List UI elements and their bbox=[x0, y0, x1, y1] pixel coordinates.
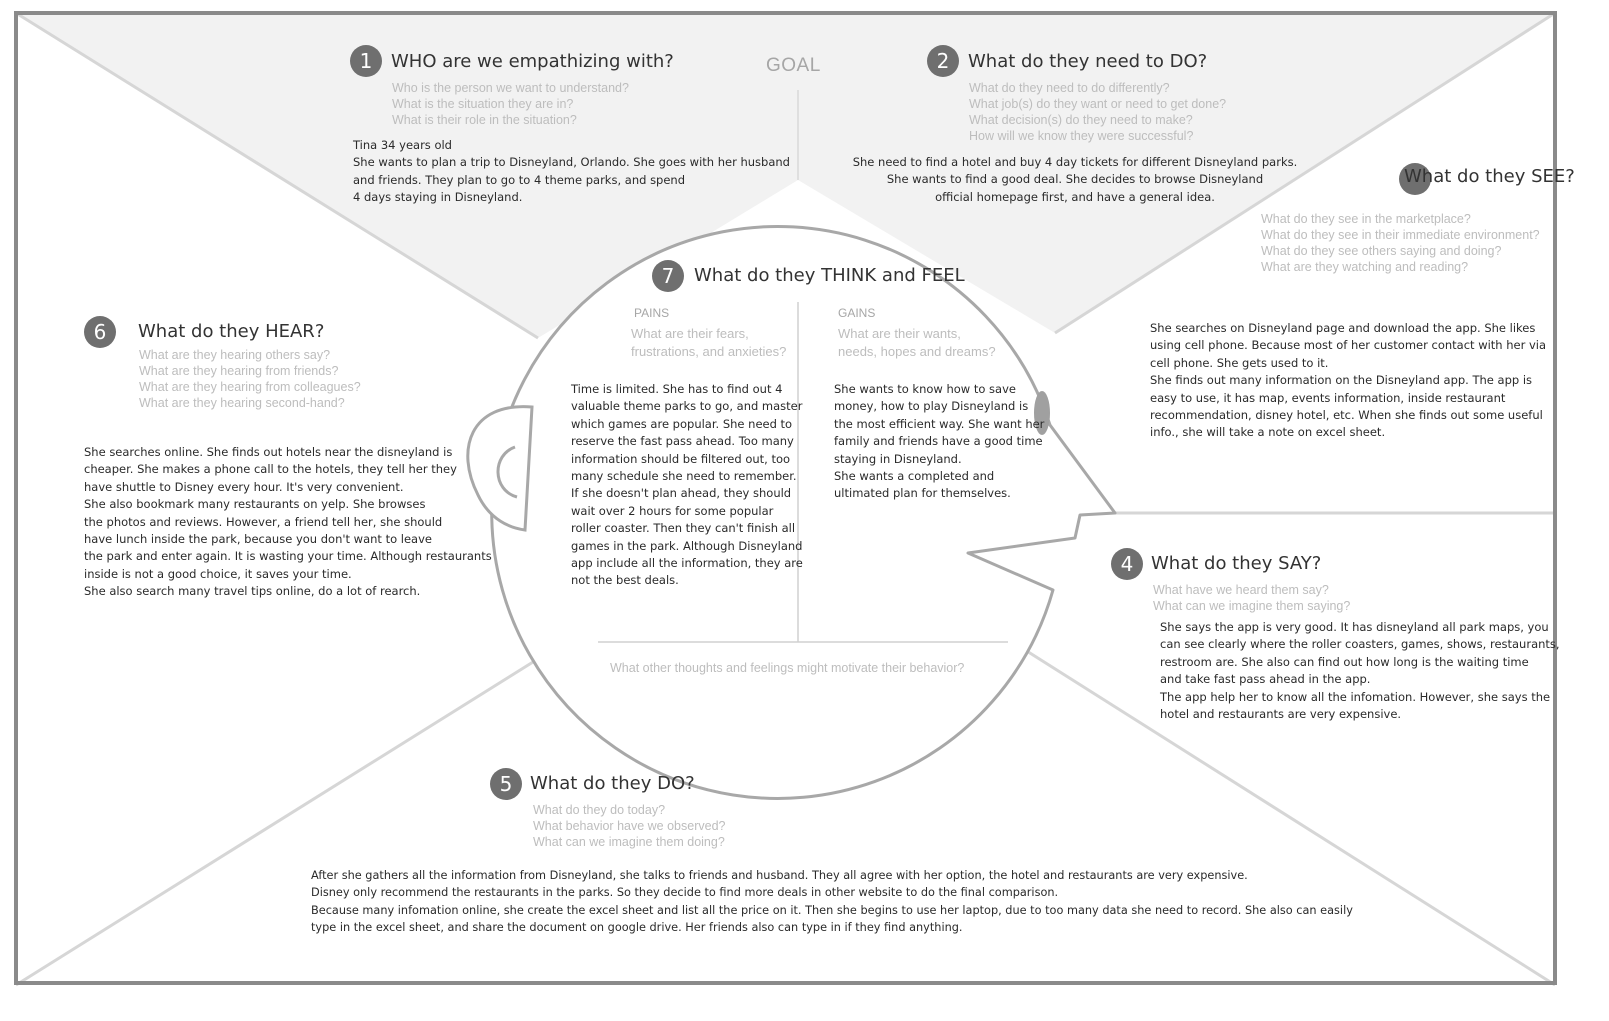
pains-label: PAINS bbox=[634, 306, 670, 320]
goal-label: GOAL bbox=[766, 55, 821, 76]
do-questions: What do they do today? What behavior hav… bbox=[533, 803, 726, 849]
hear-title: What do they HEAR? bbox=[138, 321, 325, 342]
ear-outer bbox=[466, 405, 534, 532]
say-body: She says the app is very good. It has di… bbox=[1160, 620, 1560, 722]
step-number-1: 1 bbox=[350, 45, 382, 77]
need-questions: What do they need to do differently? Wha… bbox=[969, 81, 1227, 143]
divider-top-right bbox=[1054, 11, 1556, 335]
step-number-6: 6 bbox=[84, 316, 116, 348]
who-questions: Who is the person we want to understand?… bbox=[392, 81, 629, 127]
see-body: She searches on Disneyland page and down… bbox=[1150, 321, 1547, 440]
hear-body: She searches online. She finds out hotel… bbox=[84, 445, 492, 599]
pains-body: Time is limited. She has to find out 4 v… bbox=[571, 382, 803, 588]
hear-questions: What are they hearing others say? What a… bbox=[139, 348, 361, 410]
top-goal-region bbox=[16, 13, 1555, 338]
say-title: What do they SAY? bbox=[1151, 553, 1322, 574]
think-title: What do they THINK and FEEL bbox=[694, 265, 965, 286]
divider-bottom-left bbox=[15, 640, 566, 987]
pains-questions: What are their fears, frustrations, and … bbox=[631, 326, 787, 359]
think-footer-question: What other thoughts and feelings might m… bbox=[610, 661, 965, 675]
divider-bottom-right bbox=[1021, 646, 1556, 987]
do-title: What do they DO? bbox=[530, 773, 695, 794]
who-title: WHO are we empathizing with? bbox=[391, 51, 674, 72]
do-body: After she gathers all the information fr… bbox=[311, 869, 1353, 935]
step-number-3-dot bbox=[1399, 163, 1431, 195]
step-number-5: 5 bbox=[490, 768, 522, 800]
see-questions: What do they see in the marketplace? Wha… bbox=[1261, 212, 1540, 274]
divider-top-left bbox=[15, 11, 539, 340]
gains-label: GAINS bbox=[838, 306, 876, 320]
gains-questions: What are their wants, needs, hopes and d… bbox=[838, 326, 996, 359]
need-title: What do they need to DO? bbox=[968, 51, 1208, 72]
see-title: What do they SEE? bbox=[1404, 166, 1575, 187]
eye bbox=[1034, 391, 1050, 435]
say-questions: What have we heard them say? What can we… bbox=[1153, 583, 1351, 613]
step-number-2: 2 bbox=[927, 45, 959, 77]
ear-inner bbox=[496, 445, 518, 499]
step-number-4: 4 bbox=[1111, 548, 1143, 580]
gains-body: She wants to know how to save money, how… bbox=[834, 382, 1045, 501]
who-body: Tina 34 years old She wants to plan a tr… bbox=[353, 138, 790, 205]
step-number-7: 7 bbox=[652, 260, 684, 292]
need-body: She need to find a hotel and buy 4 day t… bbox=[852, 155, 1298, 204]
